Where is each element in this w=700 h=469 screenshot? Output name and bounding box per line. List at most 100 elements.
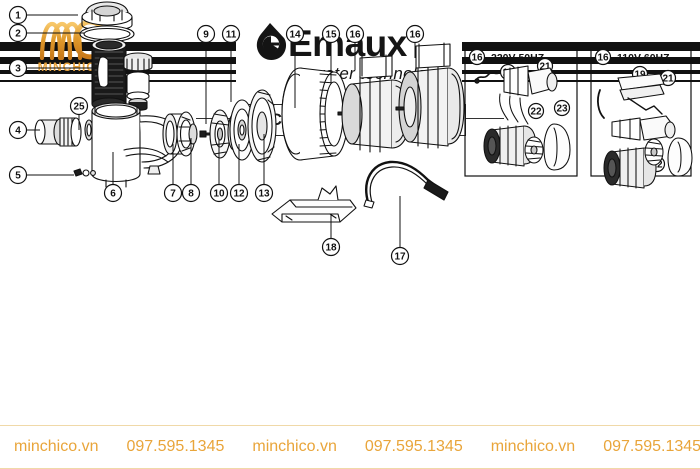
callout-bubble — [285, 24, 305, 44]
callout-label: 3 — [15, 64, 21, 75]
inset-voltage-label: 220V 50HZ — [491, 52, 545, 64]
callout-label: 15 — [325, 30, 337, 41]
callout-bubble — [321, 24, 341, 44]
header-stripe-right-3 — [462, 70, 700, 74]
callout-label: 4 — [15, 126, 21, 137]
footer-item: minchico.vn — [14, 438, 99, 455]
callout-label: 6 — [110, 189, 116, 200]
part-inlet-union — [34, 117, 82, 147]
callout-bubble — [527, 102, 545, 120]
callout-label: 18 — [325, 243, 337, 254]
callout-label: 16 — [349, 30, 361, 41]
callout-label: 12 — [233, 189, 245, 200]
callout-label: 22 — [651, 160, 663, 171]
part-strainer-basket — [91, 38, 127, 111]
part-pump-housing — [91, 102, 183, 188]
callout-bubble — [8, 58, 28, 78]
callout-9: 9 — [196, 24, 216, 44]
callout-6: 6 — [103, 183, 123, 203]
callout-label: 21 — [662, 74, 674, 85]
part-motor-16b — [395, 42, 465, 149]
callout-label: 5 — [15, 171, 21, 182]
header-stripe-right-1 — [462, 42, 700, 51]
callout-label: 23 — [556, 104, 568, 115]
page-footer: minchico.vn 097.595.1345 minchico.vn 097… — [0, 425, 700, 469]
callout-3: 3 — [8, 58, 28, 78]
callout-bubble — [345, 24, 365, 44]
callout-7: 7 — [163, 183, 183, 203]
callout-22: 22 — [527, 102, 545, 120]
part-impeller-10 — [209, 109, 231, 159]
callout-16: 16 — [345, 24, 365, 44]
callout-label: 22 — [530, 107, 542, 118]
callout-25: 25 — [69, 96, 89, 116]
minchico-logo-text: MINCHICO — [37, 60, 107, 74]
callout-11: 11 — [221, 24, 241, 44]
callout-8: 8 — [181, 183, 201, 203]
header-stripe-right-4 — [462, 80, 700, 82]
footer-item: minchico.vn — [490, 438, 576, 455]
callout-label: 21 — [539, 62, 551, 73]
inset-110v-fan — [644, 138, 664, 166]
inset-frame — [464, 47, 578, 177]
inset-220v-fan — [524, 136, 544, 164]
callout-bubble — [321, 237, 341, 257]
part-drain-plug-5 — [73, 168, 96, 177]
callout-label: 25 — [73, 102, 85, 113]
callout-5: 5 — [8, 165, 28, 185]
callout-4: 4 — [8, 120, 28, 140]
callout-label: 16 — [471, 53, 483, 64]
part-lockring-14 — [281, 67, 349, 161]
title-rule-right — [464, 118, 504, 119]
callout-label: 9 — [203, 30, 209, 41]
callout-16: 16 — [594, 48, 612, 66]
footer-item: 097.595.1345 — [364, 438, 463, 455]
callout-bubble — [103, 183, 123, 203]
callout-label: 8 — [188, 189, 194, 200]
footer-item: 097.595.1345 — [603, 438, 700, 455]
callout-15: 15 — [321, 24, 341, 44]
callout-10: 10 — [209, 183, 229, 203]
part-cord-17 — [363, 160, 449, 209]
callout-label: 10 — [213, 189, 225, 200]
callout-bubble — [196, 24, 216, 44]
inset-220v-cover — [543, 123, 571, 171]
callout-label: 14 — [289, 30, 301, 41]
inset-voltage-label: 110V 60HZ — [617, 52, 670, 64]
footer-item: minchico.vn — [252, 438, 337, 455]
callout-bubble — [209, 183, 229, 203]
inset-110v-cover — [667, 137, 693, 177]
callout-bubble — [8, 5, 28, 25]
callout-bubble — [390, 246, 410, 266]
callout-23: 23 — [553, 99, 571, 117]
callout-bubble — [594, 48, 612, 66]
callout-bubble — [221, 24, 241, 44]
part-drain-cap-stack — [123, 52, 153, 111]
emaux-waterdrop-icon — [256, 23, 287, 61]
inset-220v-artwork — [474, 65, 571, 171]
callout-label: 17 — [394, 252, 406, 263]
callout-bubble — [8, 120, 28, 140]
callout-16: 16 — [405, 24, 425, 44]
callout-12: 12 — [229, 183, 249, 203]
callout-bubble — [8, 23, 28, 43]
callout-label: 2 — [15, 29, 21, 40]
part-seal-11-12 — [227, 99, 255, 161]
footer-item: 097.595.1345 — [126, 438, 225, 455]
callout-17: 17 — [390, 246, 410, 266]
inset-110v-artwork — [597, 73, 693, 189]
part-backplate-13 — [247, 89, 277, 163]
callout-bubble — [229, 183, 249, 203]
inset-box-1: 220V 50HZ — [464, 47, 578, 177]
callout-bubble — [69, 96, 89, 116]
callout-label: 11 — [226, 30, 237, 41]
header-stripe-right-2 — [462, 57, 700, 64]
callout-bubble — [8, 165, 28, 185]
callout-label: 16 — [597, 53, 609, 64]
callout-label: 16 — [409, 30, 421, 41]
callout-label: 1 — [15, 11, 21, 22]
